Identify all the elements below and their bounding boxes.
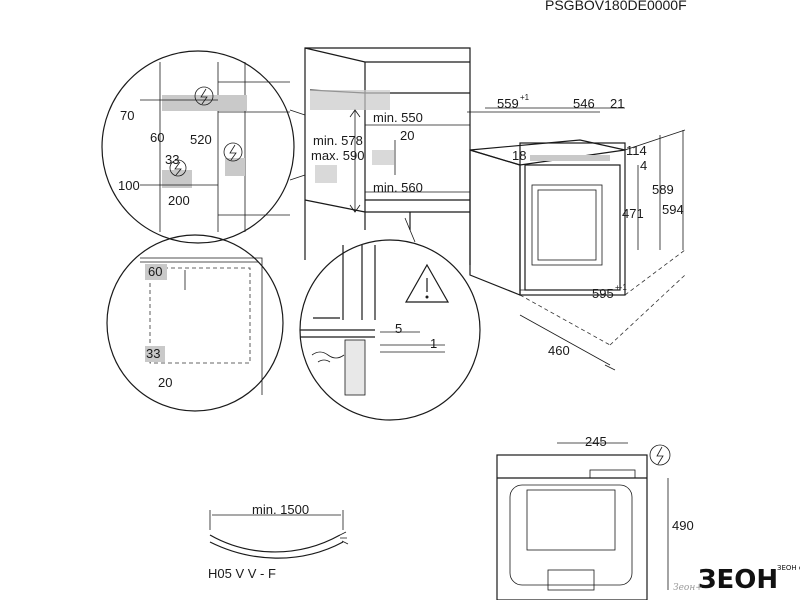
- oven-559-tol: +1: [520, 93, 530, 102]
- oven-471: 471: [622, 206, 644, 221]
- detail-top-left: 70 60 520 33 100 200: [101, 50, 306, 244]
- watermark: Зеон+: [673, 583, 703, 593]
- detail-tl-70: 70: [120, 108, 134, 123]
- model-code: PSGBOV180DE0000F: [545, 0, 687, 13]
- brand-tagline: ЗЕОН онлайн: [777, 564, 800, 572]
- oven-589: 589: [652, 182, 674, 197]
- electric-plug-icon: [223, 142, 243, 162]
- oven-594: 594: [662, 202, 684, 217]
- rear-490: 490: [672, 518, 694, 533]
- oven-546: 546: [573, 96, 595, 111]
- detail-c-1: 1: [430, 336, 437, 351]
- detail-ml-33: 33: [146, 346, 160, 361]
- cabinet-min-578: min. 578: [313, 133, 363, 148]
- oven-18: 18: [512, 148, 526, 163]
- cabinet-min-550: min. 550: [373, 110, 423, 125]
- oven-595-tol: +-1: [615, 283, 627, 292]
- detail-ml-20: 20: [158, 375, 172, 390]
- rear-view-drawing: 245 490: [496, 434, 694, 600]
- oven-21: 21: [610, 96, 624, 111]
- cabinet-drawing: min. 578 max. 590 min. 550 20 min. 560: [304, 47, 471, 265]
- detail-tl-520: 520: [190, 132, 212, 147]
- detail-tl-200: 200: [168, 193, 190, 208]
- brand-logo-text: ЗЕОН: [698, 565, 778, 595]
- cabinet-max-590: max. 590: [311, 148, 364, 163]
- cabinet-min-560: min. 560: [373, 180, 423, 195]
- electric-plug-icon: [169, 159, 187, 177]
- warning-triangle-icon: [404, 263, 450, 303]
- oven-114: 114: [626, 143, 647, 158]
- oven-4: 4: [640, 158, 647, 173]
- cable-type: H05 V V - F: [208, 566, 276, 581]
- cable-length: min. 1500: [252, 502, 309, 517]
- oven-drawing: 559 +1 546 21 18 114 4 471 589 594 595 +…: [467, 93, 686, 371]
- oven-559: 559: [497, 96, 519, 111]
- detail-ml-60: 60: [148, 264, 162, 279]
- detail-bottom-center: 5 1: [299, 217, 481, 421]
- detail-tl-60: 60: [150, 130, 164, 145]
- brand-logo: ЗЕОН ЗЕОН онлайн: [698, 564, 800, 595]
- cabinet-gap-20: 20: [400, 128, 414, 143]
- detail-c-5: 5: [395, 321, 402, 336]
- oven-460: 460: [548, 343, 570, 358]
- electric-plug-icon: [194, 86, 214, 106]
- electric-plug-icon: [649, 444, 671, 466]
- detail-mid-left: 60 33 20: [106, 234, 284, 412]
- detail-tl-33: 33: [165, 152, 179, 167]
- rear-245: 245: [585, 434, 607, 449]
- cable-drawing: min. 1500 H05 V V - F: [208, 502, 349, 581]
- detail-tl-100: 100: [118, 178, 140, 193]
- oven-595: 595: [592, 286, 614, 301]
